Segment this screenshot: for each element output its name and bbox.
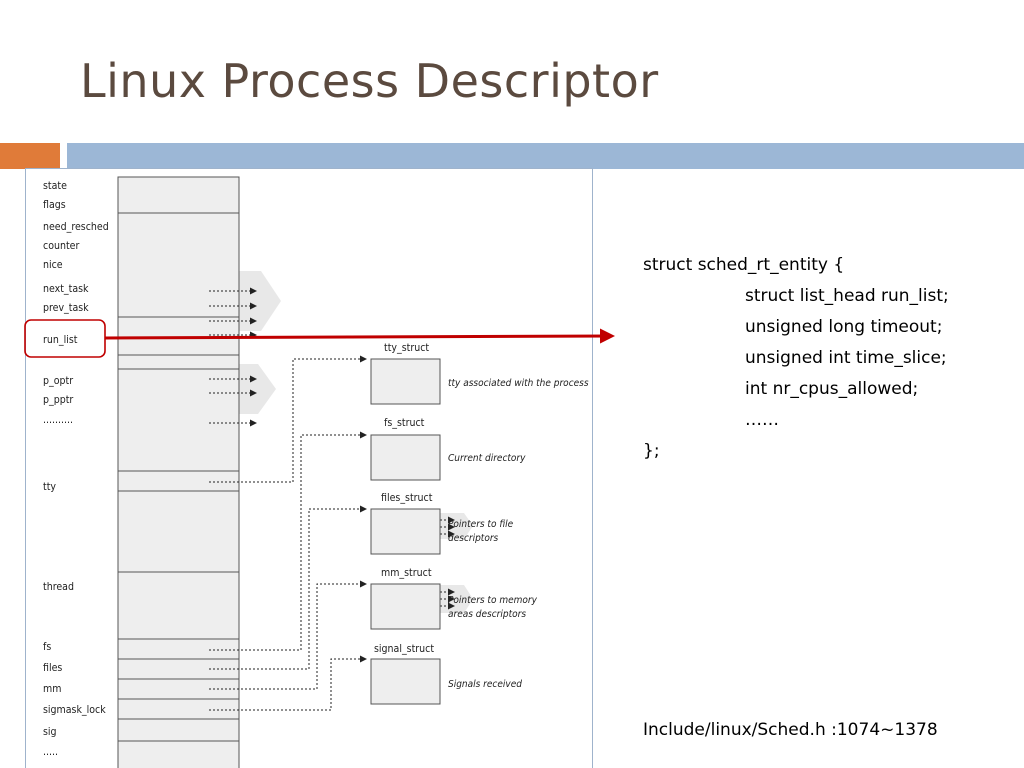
tty-struct-box — [370, 358, 441, 405]
field-ellipsis: .......... — [43, 414, 73, 426]
code-line: struct sched_rt_entity { — [643, 255, 845, 275]
field-sigmask-lock: sigmask_lock — [43, 704, 106, 716]
accent-band-blue — [67, 143, 1024, 169]
field-p-pptr: p_pptr — [43, 394, 73, 406]
field-mm: mm — [43, 683, 61, 695]
code-line: struct list_head run_list; — [745, 286, 949, 306]
files-struct-name: files_struct — [381, 492, 433, 504]
process-descriptor-figure: state flags need_resched counter nice ne… — [25, 168, 593, 768]
mm-struct-name: mm_struct — [381, 567, 432, 579]
mm-pointer — [209, 580, 367, 690]
source-reference: Include/linux/Sched.h :1074~1378 — [643, 720, 938, 740]
tty-struct-caption: tty associated with the process — [448, 378, 589, 389]
tty-struct-name: tty_struct — [384, 342, 429, 354]
code-block: struct sched_rt_entity { struct list_hea… — [643, 250, 949, 467]
files-struct-caption: Pointers to file — [448, 519, 514, 530]
field-counter: counter — [43, 240, 79, 252]
field-run-list: run_list — [43, 334, 78, 346]
signal-struct-caption: Signals received — [448, 679, 522, 690]
signal-struct-box — [370, 658, 441, 705]
field-need-resched: need_resched — [43, 221, 109, 233]
signal-struct-name: signal_struct — [374, 643, 434, 655]
field-p-optr: p_optr — [43, 375, 73, 387]
slide-title: Linux Process Descriptor — [80, 54, 659, 108]
code-line: …… — [745, 410, 779, 430]
mm-struct-caption: Pointers to memory — [448, 595, 538, 606]
field-tty: tty — [43, 481, 56, 493]
code-line: unsigned int time_slice; — [745, 348, 947, 368]
accent-band-orange — [0, 143, 60, 169]
field-prev-task: prev_task — [43, 302, 89, 314]
signal-pointer — [209, 655, 367, 711]
field-next-task: next_task — [43, 283, 89, 295]
field-flags: flags — [43, 199, 66, 211]
field-thread: thread — [43, 581, 74, 593]
field-fs: fs — [43, 641, 51, 653]
code-line: int nr_cpus_allowed; — [745, 379, 919, 399]
field-sig: sig — [43, 726, 57, 738]
fs-struct-box — [370, 434, 441, 481]
mm-struct-caption-2: areas descriptors — [448, 609, 526, 620]
files-struct-caption-2: descriptors — [448, 533, 499, 544]
process-descriptor-diagram: state flags need_resched counter nice ne… — [43, 176, 589, 768]
tty-pointer — [209, 355, 367, 483]
field-state: state — [43, 180, 67, 192]
files-struct-box — [370, 508, 441, 555]
field-ellipsis: ..... — [43, 746, 58, 758]
mm-struct-box — [370, 583, 441, 630]
fs-pointer — [209, 431, 367, 651]
files-pointer — [209, 505, 367, 670]
field-nice: nice — [43, 259, 63, 271]
field-files: files — [43, 662, 62, 674]
code-line: unsigned long timeout; — [745, 317, 943, 337]
fs-struct-caption: Current directory — [448, 453, 526, 464]
fs-struct-name: fs_struct — [384, 417, 425, 429]
code-line: }; — [643, 441, 660, 461]
